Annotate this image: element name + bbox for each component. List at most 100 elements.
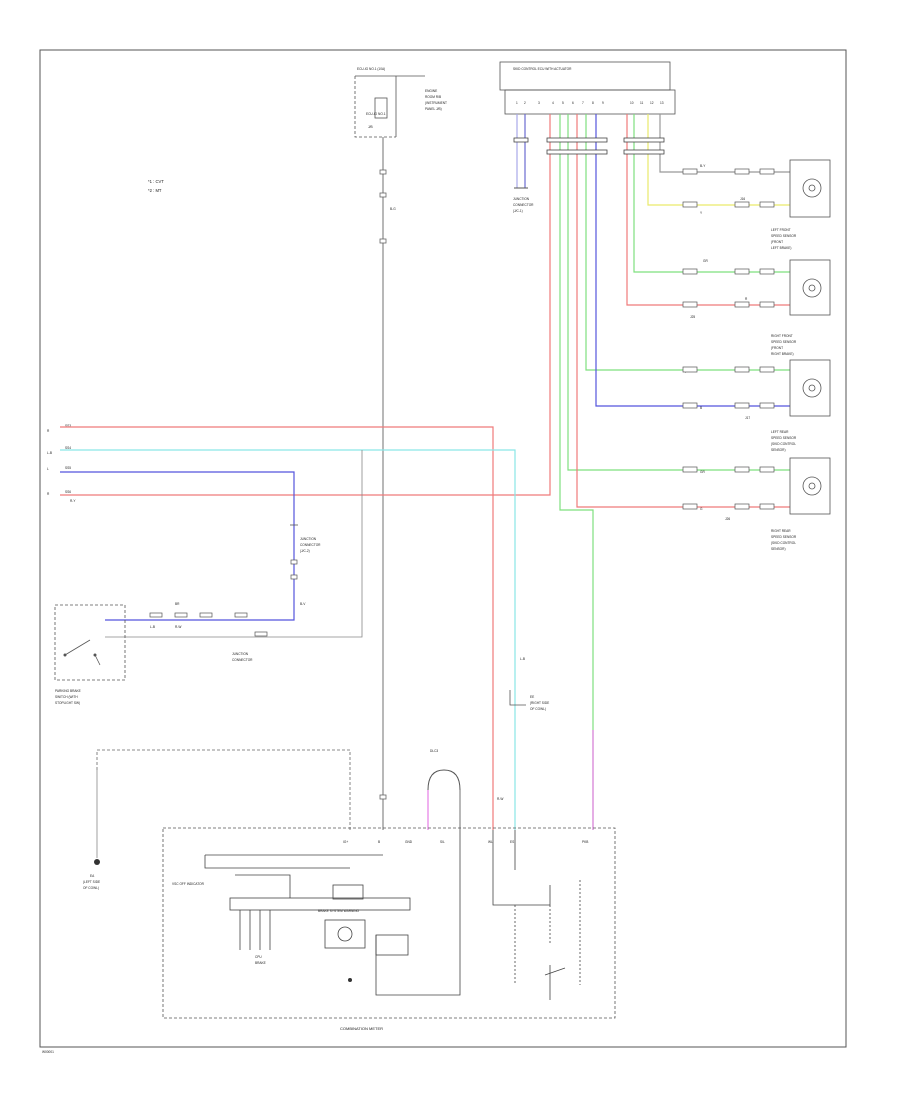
cowl-ground: EE (RIGHT SIDE OF COWL) (509, 690, 549, 711)
rr-bottom-label-4: SENSOR) (771, 547, 786, 551)
abs-pin: 5 (562, 101, 564, 105)
fuse-terminal: J/B (368, 125, 373, 129)
wire-blue-rf (595, 114, 790, 407)
combination-meter: COMBINATION METER CPU BRAKE VSC OFF INDI… (162, 827, 616, 1031)
wire-red-lr (626, 114, 790, 306)
rr-bottom-label-1: RIGHT REAR (771, 529, 791, 533)
meter-pin: ES (510, 840, 514, 844)
meter-pin: PKB (582, 840, 588, 844)
rr-bottom-label-3: (SKID CONTROL (771, 541, 796, 545)
fuse-line-1: ENGINE (425, 89, 437, 93)
rr-label-2: SPEED SENSOR (771, 436, 797, 440)
rf-label-3: (FRONT (771, 346, 783, 350)
rr-code: J26 (725, 517, 730, 521)
parking-brake-switch: PARKING BRAKE SWITCH (WITH STOPLIGHT SW) (54, 604, 126, 705)
diag-connector: DLC3 (427, 749, 461, 830)
lower-junction-line-2: CONNECTOR (232, 658, 253, 662)
wire-power-connectors (379, 169, 387, 800)
left-wire-label: L (47, 467, 49, 471)
wire-red-bottom-label: R-Y (70, 499, 76, 503)
abs-pin: 2 (524, 101, 526, 105)
rr-label-3: (SKID CONTROL (771, 442, 796, 446)
abs-pin: 3 (538, 101, 540, 105)
rf-code: J17 (745, 416, 750, 420)
abs-pin: 11 (640, 101, 644, 105)
switch-label-3: STOPLIGHT SW) (55, 701, 80, 705)
ground-ea-line-2: (LEFT SIDE (83, 880, 100, 884)
lower-junction: JUNCTION CONNECTOR BR L-B R-W (149, 602, 268, 662)
left-wire-code: SS5 (65, 466, 71, 470)
wire-yellow-lf (647, 114, 790, 206)
rr-wire-a: GR (700, 470, 705, 474)
lower-wire-code: L-B (150, 625, 155, 629)
lf-label-4: LEFT BRAKE) (771, 246, 792, 250)
wire-red-bottom (60, 114, 551, 496)
lr-code: J25 (690, 315, 695, 319)
legend-item-1: *1 : CVT (148, 179, 164, 184)
abs-pin: 10 (630, 101, 634, 105)
legend: *1 : CVT *2 : MT (148, 179, 164, 193)
junction-mid: JUNCTION CONNECTOR (J/C-2) (290, 524, 321, 580)
switch-label-2: SWITCH (WITH (55, 695, 78, 699)
meter-pin: SIL (440, 840, 445, 844)
rf-label-2: SPEED SENSOR (771, 340, 797, 344)
abs-pin: 12 (650, 101, 654, 105)
meter-indicator: VSC OFF INDICATOR (172, 882, 205, 886)
meter-sub-label: CPU (255, 955, 262, 959)
wire-cyan (60, 449, 516, 830)
junction-top: JUNCTION CONNECTOR (J/C-1) (513, 114, 534, 213)
wire-gray-switch (105, 450, 363, 638)
meter-gauge: BRAKE SYSTEM WARNING (318, 909, 359, 913)
lf-wire-b: Y (700, 211, 703, 215)
rr-wire-b: G (700, 507, 703, 511)
abs-pin: 13 (660, 101, 664, 105)
wire-red-top-label: R-W (497, 797, 503, 801)
lr-wire-b: R (745, 297, 748, 301)
lf-code: J16 (740, 197, 745, 201)
sensor-wire-connectors (682, 168, 775, 510)
wire-blue (60, 471, 295, 621)
cowl-ground-line-3: OF COWL) (530, 707, 546, 711)
meter-title: COMBINATION METER (340, 1026, 383, 1031)
wire-gray-lf (659, 114, 790, 173)
left-wire-code: SS6 (65, 490, 71, 494)
speed-sensor-right-rear: GR G J26 (700, 457, 831, 521)
lf-label-3: (FRONT (771, 240, 783, 244)
meter-pin: B (378, 840, 380, 844)
diagram-frame (39, 49, 847, 1048)
lf-label-1: LEFT FRONT (771, 228, 791, 232)
ground-ea: EA (LEFT SIDE OF COWL) (83, 749, 351, 890)
meter-pin: GND (405, 840, 413, 844)
speed-sensor-left-front: B-Y Y J16 (700, 159, 831, 218)
ground-ea-line-3: OF COWL) (83, 886, 99, 890)
speed-sensor-left-rear: GR R J25 (690, 259, 831, 319)
ground-ea-line-1: EA (90, 874, 95, 878)
rf-label-4: RIGHT BRAKE) (771, 352, 794, 356)
fuse-title: ECU-IG NO.1 (10A) (357, 67, 385, 71)
page-reference: W00001 (42, 1050, 54, 1054)
wire-green-rear (559, 114, 594, 830)
left-wire-code: SS3 (65, 424, 71, 428)
abs-pin: 8 (592, 101, 594, 105)
left-wire-label: R (47, 492, 50, 496)
wire-green-rf (585, 114, 790, 371)
wire-red-rr (576, 114, 790, 508)
rf-label-1: RIGHT FRONT (771, 334, 793, 338)
fuse-line-4: PANEL J/B) (425, 107, 442, 111)
lower-junction-line-1: JUNCTION (232, 652, 249, 656)
diag-label: DLC3 (430, 749, 438, 753)
abs-pin: 4 (552, 101, 554, 105)
left-wire-label: R (47, 429, 50, 433)
abs-title: SKID CONTROL ECU WITH ACTUATOR (513, 67, 572, 71)
wire-red-top (60, 426, 494, 830)
abs-pin-labels: 1 2 3 4 5 6 7 8 9 10 11 12 13 (516, 101, 664, 105)
speed-sensor-right-front: P B J17 (685, 359, 831, 420)
fuse-line-3: (INSTRUMENT (425, 101, 447, 105)
abs-wire-connectors (513, 137, 665, 155)
rr-label-4: SENSOR) (771, 448, 786, 452)
lower-wire-code: R-W (175, 625, 181, 629)
cowl-ground-line-2: (RIGHT SIDE (530, 701, 549, 705)
junction-mid-line-1: JUNCTION (300, 537, 317, 541)
fuse-symbol (374, 97, 388, 119)
